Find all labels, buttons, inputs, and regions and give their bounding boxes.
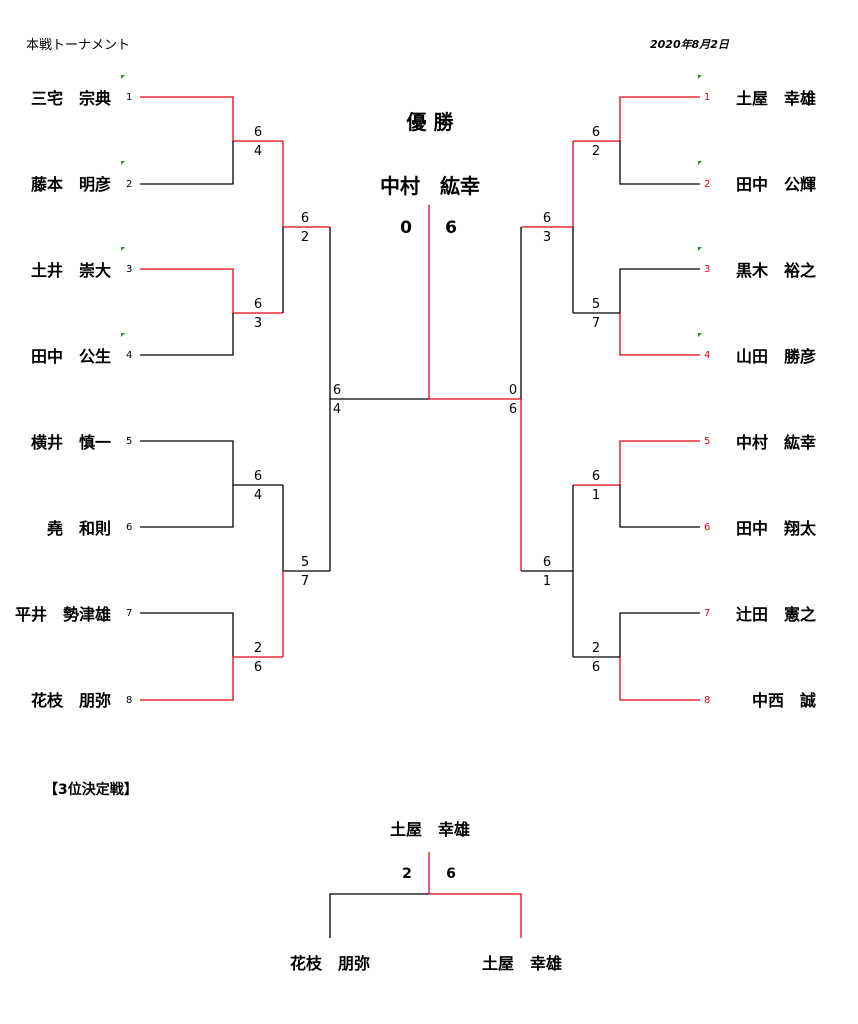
match-score: 1 (542, 574, 552, 589)
right-seed-number: 2 (704, 179, 711, 190)
right-seed-number: 8 (704, 695, 711, 706)
match-score: 7 (591, 316, 601, 331)
match-score: 2 (591, 144, 601, 159)
left-seed-number: 6 (126, 522, 133, 533)
third-place-score-right: 6 (446, 866, 456, 882)
match-score: 6 (542, 211, 552, 226)
left-player-name: 三宅 宗典 (30, 89, 111, 108)
match-score: 3 (542, 230, 552, 245)
left-player-name: 平井 勢津雄 (14, 605, 111, 624)
green-flag-icon (121, 247, 125, 251)
left-seed-number: 4 (126, 350, 133, 361)
right-player-name: 田中 翔太 (736, 519, 817, 538)
left-player-name: 土井 崇大 (30, 261, 111, 280)
left-player-name: 藤本 明彦 (30, 175, 111, 194)
match-score: 4 (253, 488, 263, 503)
left-seed-number: 3 (126, 264, 133, 275)
left-seed-number: 5 (126, 436, 133, 447)
green-flag-icon (121, 161, 125, 165)
match-score: 6 (332, 383, 342, 398)
right-player-name: 田中 公輝 (736, 175, 817, 194)
match-score: 2 (591, 641, 601, 656)
match-score: 0 (508, 383, 518, 398)
right-player-name: 辻田 憲之 (736, 605, 817, 624)
match-score: 3 (253, 316, 263, 331)
right-player-name: 中村 紘幸 (736, 433, 817, 452)
match-score: 5 (300, 555, 310, 570)
green-flag-icon (698, 161, 702, 165)
match-score: 6 (508, 402, 518, 417)
final-score-left: 0 (400, 218, 412, 238)
third-place-score-left: 2 (402, 866, 412, 882)
right-seed-number: 1 (704, 92, 711, 103)
left-player-name: 花枝 朋弥 (30, 691, 111, 710)
champion-heading: 優 勝 (406, 110, 454, 134)
right-seed-number: 3 (704, 264, 711, 275)
match-score: 6 (591, 125, 601, 140)
champion-name: 中村 紘幸 (380, 174, 480, 198)
right-seed-number: 7 (704, 608, 711, 619)
left-player-name: 横井 慎一 (30, 433, 111, 452)
match-score: 2 (253, 641, 263, 656)
match-score: 6 (591, 660, 601, 675)
left-player-name: 田中 公生 (30, 347, 111, 366)
third-place-winner: 土屋 幸雄 (389, 820, 470, 839)
match-score: 7 (300, 574, 310, 589)
green-flag-icon (121, 75, 125, 79)
third-place-player-left: 花枝 朋弥 (289, 954, 370, 973)
left-seed-number: 2 (126, 179, 133, 190)
right-seed-number: 4 (704, 350, 711, 361)
left-seed-number: 7 (126, 608, 133, 619)
left-player-name: 堯 和則 (46, 519, 111, 538)
match-score: 6 (300, 211, 310, 226)
third-place-player-right: 土屋 幸雄 (481, 954, 562, 973)
match-score: 6 (253, 297, 263, 312)
match-score: 4 (332, 402, 342, 417)
green-flag-icon (698, 75, 702, 79)
match-score: 5 (591, 297, 601, 312)
match-score: 4 (253, 144, 263, 159)
match-score: 6 (253, 660, 263, 675)
right-player-name: 山田 勝彦 (736, 347, 817, 366)
right-player-name: 中西 誠 (752, 691, 817, 710)
match-score: 6 (591, 469, 601, 484)
right-player-name: 黒木 裕之 (736, 261, 817, 280)
match-score: 2 (300, 230, 310, 245)
left-seed-number: 1 (126, 92, 133, 103)
green-flag-icon (698, 247, 702, 251)
left-seed-number: 8 (126, 695, 133, 706)
match-score: 6 (253, 125, 263, 140)
tournament-date: 2020年8月2日 (650, 38, 729, 51)
match-score: 6 (253, 469, 263, 484)
right-seed-number: 6 (704, 522, 711, 533)
match-score: 1 (591, 488, 601, 503)
green-flag-icon (121, 333, 125, 337)
match-score: 6 (542, 555, 552, 570)
right-player-name: 土屋 幸雄 (736, 89, 817, 108)
third-place-heading: 【3位決定戦】 (44, 782, 138, 798)
bracket-title: 本戦トーナメント (26, 38, 131, 53)
right-seed-number: 5 (704, 436, 711, 447)
final-score-right: 6 (445, 218, 457, 238)
green-flag-icon (698, 333, 702, 337)
